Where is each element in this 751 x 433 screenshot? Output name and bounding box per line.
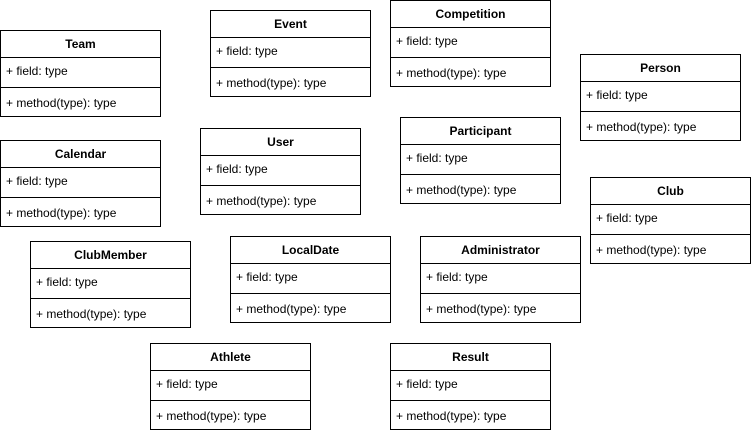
class-field: + field: type xyxy=(211,38,370,68)
class-method: + method(type): type xyxy=(396,66,507,80)
class-name: Participant xyxy=(401,118,560,145)
class-name: Athlete xyxy=(151,344,310,371)
class-box-event[interactable]: Event + field: type + method(type): type xyxy=(210,10,371,97)
class-box-localdate[interactable]: LocalDate + field: type + method(type): … xyxy=(230,236,391,323)
class-method: + method(type): type xyxy=(6,206,117,220)
class-box-clubmember[interactable]: ClubMember + field: type + method(type):… xyxy=(30,241,191,328)
class-field: + field: type xyxy=(421,264,580,294)
class-field: + field: type xyxy=(31,269,190,299)
class-method: + method(type): type xyxy=(586,120,697,134)
class-field: + field: type xyxy=(151,371,310,401)
class-name: Club xyxy=(591,178,750,205)
class-method: + method(type): type xyxy=(6,96,117,110)
class-method: + method(type): type xyxy=(396,409,507,423)
class-name: Result xyxy=(391,344,550,371)
class-box-club[interactable]: Club + field: type + method(type): type xyxy=(590,177,751,264)
class-field: + field: type xyxy=(391,28,550,58)
class-field: + field: type xyxy=(591,205,750,235)
class-box-administrator[interactable]: Administrator + field: type + method(typ… xyxy=(420,236,581,323)
class-name: Administrator xyxy=(421,237,580,264)
class-method: + method(type): type xyxy=(406,183,517,197)
class-name: Competition xyxy=(391,1,550,28)
class-field: + field: type xyxy=(391,371,550,401)
class-method: + method(type): type xyxy=(206,194,317,208)
class-name: LocalDate xyxy=(231,237,390,264)
class-box-athlete[interactable]: Athlete + field: type + method(type): ty… xyxy=(150,343,311,430)
class-field: + field: type xyxy=(231,264,390,294)
class-name: Event xyxy=(211,11,370,38)
class-field: + field: type xyxy=(1,58,160,88)
class-field: + field: type xyxy=(1,168,160,198)
class-method: + method(type): type xyxy=(426,302,537,316)
class-name: Calendar xyxy=(1,141,160,168)
class-box-user[interactable]: User + field: type + method(type): type xyxy=(200,128,361,215)
class-method: + method(type): type xyxy=(596,243,707,257)
class-name: ClubMember xyxy=(31,242,190,269)
class-box-calendar[interactable]: Calendar + field: type + method(type): t… xyxy=(0,140,161,227)
class-box-person[interactable]: Person + field: type + method(type): typ… xyxy=(580,54,741,141)
class-name: Team xyxy=(1,31,160,58)
class-box-result[interactable]: Result + field: type + method(type): typ… xyxy=(390,343,551,430)
class-field: + field: type xyxy=(401,145,560,175)
class-box-team[interactable]: Team + field: type + method(type): type xyxy=(0,30,161,117)
class-field: + field: type xyxy=(581,82,740,112)
class-box-competition[interactable]: Competition + field: type + method(type)… xyxy=(390,0,551,87)
class-method: + method(type): type xyxy=(156,409,267,423)
class-box-participant[interactable]: Participant + field: type + method(type)… xyxy=(400,117,561,204)
class-name: User xyxy=(201,129,360,156)
class-method: + method(type): type xyxy=(236,302,347,316)
class-method: + method(type): type xyxy=(36,307,147,321)
class-method: + method(type): type xyxy=(216,76,327,90)
class-field: + field: type xyxy=(201,156,360,186)
class-name: Person xyxy=(581,55,740,82)
